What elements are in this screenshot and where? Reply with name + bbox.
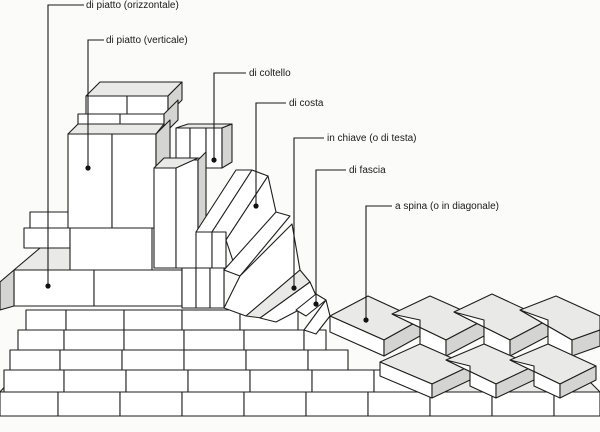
brick bbox=[29, 211, 71, 229]
base-wall bbox=[0, 309, 600, 417]
label-chiave: in chiave (o di testa) bbox=[327, 133, 417, 144]
brick bbox=[121, 349, 185, 371]
brick bbox=[305, 391, 369, 417]
brick bbox=[3, 369, 65, 393]
brick bbox=[67, 133, 113, 229]
brick bbox=[211, 231, 227, 269]
brick bbox=[9, 349, 61, 371]
leader-piatto-verticale bbox=[87, 39, 104, 166]
brick bbox=[175, 127, 191, 159]
leader-piatto-orizzontale bbox=[47, 4, 84, 284]
marker-coltello bbox=[211, 157, 217, 163]
brick bbox=[187, 369, 251, 393]
brick bbox=[59, 349, 123, 371]
brick bbox=[63, 369, 127, 393]
brick-side bbox=[571, 329, 600, 357]
terrace-side bbox=[0, 269, 15, 311]
brick bbox=[69, 227, 153, 271]
brick bbox=[223, 211, 291, 277]
brick bbox=[0, 391, 59, 417]
brick bbox=[249, 369, 313, 393]
brick bbox=[195, 267, 211, 309]
band-bricks bbox=[295, 293, 331, 335]
brick bbox=[183, 349, 247, 371]
brick bbox=[245, 349, 309, 371]
brick-top bbox=[67, 123, 165, 135]
leader-spina bbox=[365, 205, 392, 318]
marker-costa bbox=[253, 203, 259, 209]
brick-face bbox=[509, 359, 561, 399]
brick bbox=[13, 269, 95, 307]
brick bbox=[243, 391, 307, 417]
marker-fascia bbox=[313, 301, 319, 307]
brick bbox=[111, 133, 157, 229]
brick-side bbox=[559, 365, 597, 399]
label-piatto-verticale: di piatto (verticale) bbox=[106, 35, 188, 46]
leader-coltello bbox=[213, 72, 246, 158]
brick bbox=[181, 267, 197, 309]
brick-face bbox=[445, 359, 497, 399]
brick bbox=[189, 127, 207, 159]
brick-top bbox=[85, 81, 183, 97]
labels: di piatto (orizzontale) di piatto (verti… bbox=[86, 0, 499, 212]
marker-piatto-orizzontale bbox=[45, 283, 51, 289]
brick bbox=[553, 391, 600, 417]
brick bbox=[175, 159, 199, 269]
leader-lines bbox=[45, 4, 392, 323]
brick bbox=[243, 329, 305, 351]
brick bbox=[125, 369, 189, 393]
brick-top bbox=[153, 157, 199, 169]
brick bbox=[57, 391, 121, 417]
brick bbox=[311, 369, 375, 393]
brick bbox=[25, 309, 67, 331]
brick bbox=[223, 223, 301, 317]
brick bbox=[65, 309, 125, 331]
label-coltello: di coltello bbox=[249, 68, 291, 79]
brick bbox=[429, 391, 493, 417]
brick bbox=[17, 329, 65, 351]
herringbone-bricks bbox=[329, 293, 600, 399]
marker-piatto-verticale bbox=[85, 165, 91, 171]
brick bbox=[123, 309, 183, 331]
leader-fascia bbox=[315, 169, 346, 302]
brick bbox=[181, 309, 241, 331]
label-spina: a spina (o in diagonale) bbox=[395, 201, 499, 212]
marker-chiave bbox=[291, 285, 297, 291]
label-fascia: di fascia bbox=[349, 165, 386, 176]
leader-costa bbox=[255, 102, 286, 204]
leader-chiave bbox=[293, 137, 324, 286]
brick bbox=[307, 349, 349, 371]
brick bbox=[181, 391, 245, 417]
brick bbox=[119, 391, 183, 417]
brick bbox=[23, 227, 71, 249]
brick bbox=[209, 267, 225, 309]
brick bbox=[93, 269, 183, 307]
label-piatto-orizzontale: di piatto (orizzontale) bbox=[86, 0, 179, 11]
header-bricks bbox=[223, 211, 319, 323]
label-costa: di costa bbox=[289, 98, 324, 109]
brick bbox=[367, 391, 431, 417]
brick-side bbox=[221, 123, 233, 169]
marker-spina bbox=[363, 317, 369, 323]
brick bbox=[183, 329, 245, 351]
brick bbox=[195, 231, 213, 269]
brick bbox=[491, 391, 555, 417]
brick bbox=[153, 167, 177, 269]
brick bbox=[63, 329, 125, 351]
brick bbox=[123, 329, 185, 351]
